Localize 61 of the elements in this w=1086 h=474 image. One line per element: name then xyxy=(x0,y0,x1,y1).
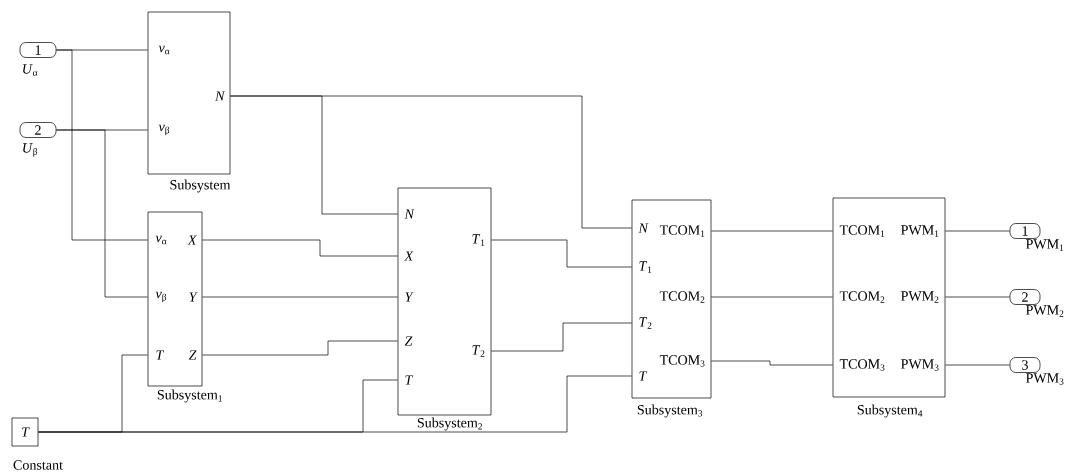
port-label: T$_{1}$ xyxy=(639,261,652,273)
signal-line xyxy=(56,129,148,298)
port-label: TCOM$_{3}$ xyxy=(659,355,705,367)
signal-line xyxy=(230,95,632,229)
port-label: PWM$_{2}$ xyxy=(901,291,939,303)
signal-line xyxy=(711,230,833,232)
port-label: T$_{2}$ xyxy=(472,345,485,357)
signal-line xyxy=(491,239,632,268)
port-label: v$_{α}$ xyxy=(155,235,167,245)
signal-line xyxy=(202,239,398,257)
port-label: Z xyxy=(404,336,413,346)
port-label: v$_{β}$ xyxy=(155,291,167,303)
port-label: T xyxy=(405,375,414,385)
port-label: X xyxy=(404,251,414,261)
port-label: v$_{α}$ xyxy=(158,45,170,55)
block-name: Constant xyxy=(13,460,63,470)
port-number: 2 xyxy=(1022,292,1028,302)
port-label: TCOM$_{2}$ xyxy=(659,291,705,303)
port-label: TCOM$_{1}$ xyxy=(659,225,705,237)
signal-line xyxy=(56,49,148,241)
port-label: TCOM$_{1}$ xyxy=(839,225,885,237)
port-number: 3 xyxy=(1022,360,1028,370)
port-name: PWM$_{2}$ xyxy=(1026,305,1064,317)
signal-line xyxy=(945,296,1010,298)
signal-line xyxy=(38,375,632,433)
port-label: v$_{β}$ xyxy=(158,124,170,136)
port-name: U$_{α}$ xyxy=(23,64,38,76)
signal-line xyxy=(945,364,1010,366)
signal-line xyxy=(711,296,833,298)
port-label: Y xyxy=(189,292,198,302)
signal-line xyxy=(711,360,833,366)
port-label: TCOM$_{2}$ xyxy=(839,291,885,303)
port-name: U$_{β}$ xyxy=(23,143,38,157)
port-label: N xyxy=(404,209,415,219)
port-label: PWM$_{3}$ xyxy=(901,359,939,371)
block-name: Subsystem$_{4}$ xyxy=(857,404,923,418)
port-number: 1 xyxy=(1022,226,1028,236)
port-number: 2 xyxy=(35,125,41,135)
port-label: Y xyxy=(405,292,414,302)
port-label: N xyxy=(638,223,649,233)
port-name: PWM$_{1}$ xyxy=(1026,239,1064,251)
signal-line xyxy=(945,230,1010,232)
port-label: T xyxy=(639,371,648,381)
port-label: X xyxy=(187,235,197,245)
port-label: TCOM$_{3}$ xyxy=(839,359,885,371)
port-label: PWM$_{1}$ xyxy=(901,225,939,237)
constant-value: T xyxy=(22,427,30,437)
block-name: Subsystem xyxy=(170,179,231,193)
port-label: T xyxy=(156,350,165,360)
port-label: T$_{1}$ xyxy=(472,234,485,246)
block-name: Subsystem$_{3}$ xyxy=(637,404,703,418)
block-name: Subsystem$_{2}$ xyxy=(417,417,482,431)
signal-line xyxy=(491,322,632,352)
signal-line xyxy=(202,340,398,356)
port-label: T$_{2}$ xyxy=(639,317,652,329)
port-label: N xyxy=(215,91,226,101)
port-name: PWM$_{3}$ xyxy=(1026,373,1064,385)
port-label: Z xyxy=(188,350,197,360)
block-name: Subsystem$_{1}$ xyxy=(157,389,222,403)
port-number: 1 xyxy=(35,45,41,55)
signal-line xyxy=(202,296,398,298)
